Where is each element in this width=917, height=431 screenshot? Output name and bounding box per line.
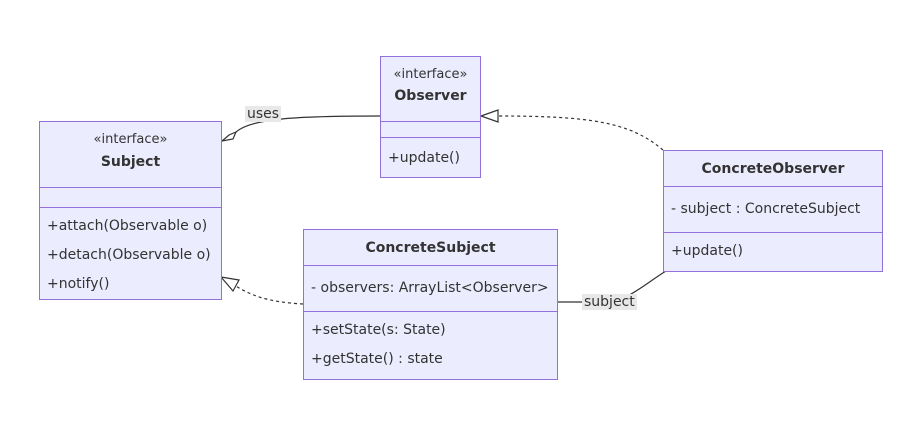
observer-realization-edge <box>497 115 664 151</box>
method-row: +update() <box>671 243 743 259</box>
method-row: +update() <box>388 150 460 166</box>
method-row: +setState(s: State) <box>311 322 446 338</box>
concrete-observer-methods: +update() <box>664 232 882 266</box>
subject-realization-edge <box>233 284 304 305</box>
subject-attributes <box>40 187 221 207</box>
subject-stereotype: «interface» <box>93 132 168 147</box>
concrete-subject-methods: +setState(s: State) +getState() : state <box>304 311 557 374</box>
observer-methods: +update() <box>381 137 480 168</box>
method-row: +notify() <box>47 276 110 292</box>
subject-class[interactable]: «interface» Subject +attach(Observable o… <box>39 121 222 300</box>
realization-arrowhead-icon <box>479 109 499 123</box>
observer-attributes <box>381 121 480 137</box>
observer-stereotype: «interface» <box>393 67 468 82</box>
concrete-subject-class[interactable]: ConcreteSubject - observers: ArrayList<O… <box>303 229 558 380</box>
uses-edge <box>235 115 381 133</box>
observer-class[interactable]: «interface» Observer +update() <box>380 56 481 178</box>
aggregation-diamond-icon <box>219 130 238 142</box>
method-row: +detach(Observable o) <box>47 247 211 263</box>
attribute-row: - subject : ConcreteSubject <box>671 201 861 217</box>
concrete-subject-class-name: ConcreteSubject <box>365 240 496 256</box>
subject-methods: +attach(Observable o) +detach(Observable… <box>40 207 221 299</box>
concrete-observer-class-name: ConcreteObserver <box>701 161 845 177</box>
realization-arrowhead-icon <box>219 276 240 293</box>
subject-class-name: Subject <box>100 154 161 170</box>
concrete-observer-class[interactable]: ConcreteObserver - subject : ConcreteSub… <box>663 150 883 272</box>
subject-label: subject <box>582 294 637 310</box>
attribute-row: - observers: ArrayList<Observer> <box>311 280 549 296</box>
concrete-observer-attributes: - subject : ConcreteSubject <box>664 186 882 232</box>
uses-label: uses <box>245 106 282 122</box>
concrete-subject-attributes: - observers: ArrayList<Observer> <box>304 265 557 311</box>
method-row: +getState() : state <box>311 351 443 367</box>
observer-class-name: Observer <box>394 88 467 104</box>
method-row: +attach(Observable o) <box>47 218 208 234</box>
